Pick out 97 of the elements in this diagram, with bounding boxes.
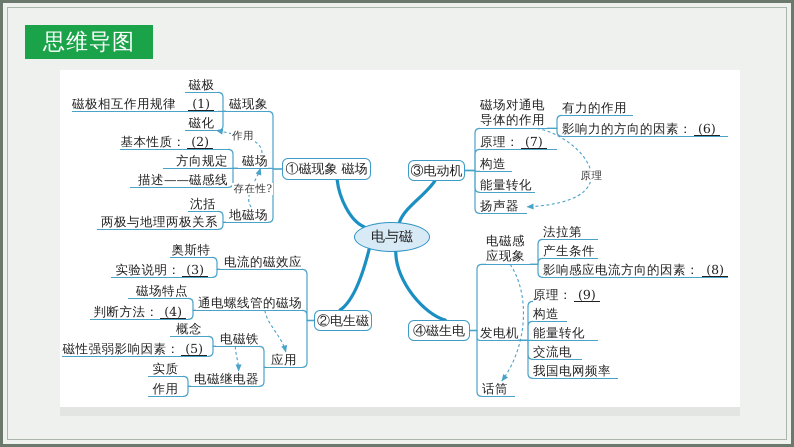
- topic-label: 电磁继电器: [191, 371, 259, 387]
- branch-line: [211, 268, 220, 278]
- topic-label: 磁化: [185, 115, 218, 131]
- branch-line: [187, 298, 196, 311]
- edge-label: 作用: [230, 130, 255, 142]
- topic-label: 磁场特点: [128, 283, 188, 299]
- topic-label: 描述——磁感线: [130, 172, 228, 188]
- branch-line: [267, 168, 282, 223]
- dashed-arrow: [264, 310, 287, 352]
- branch-line: [182, 386, 191, 397]
- branch-line: [182, 376, 191, 387]
- answer-blank: (1): [188, 97, 214, 111]
- topic-label: 作用: [148, 381, 183, 397]
- edge-label: 原理: [579, 170, 604, 182]
- answer-blank: (7): [521, 135, 547, 149]
- answer-blank: (4): [160, 305, 186, 319]
- topic-label: 应用: [266, 352, 302, 368]
- branch-line: [258, 346, 266, 368]
- underlined-entry: [543, 262, 728, 278]
- branch-line: [301, 320, 314, 368]
- topic-label: 奥斯特: [170, 242, 212, 258]
- topic-label: 实质: [148, 361, 183, 377]
- branch-line: [518, 340, 534, 379]
- topic-label: 磁极: [185, 77, 218, 93]
- topic-label: 影响力的方向的因素：: [562, 121, 692, 136]
- branch-line: [470, 330, 483, 397]
- topic-box: ①磁现象 磁场: [282, 158, 371, 180]
- answer-blank: (8): [702, 263, 728, 277]
- topic-label: 构造: [533, 306, 567, 322]
- topic-label: 通电螺线管的磁场: [196, 295, 302, 311]
- branch-line: [258, 366, 266, 387]
- topic-label: 磁场对通电导体的作用: [480, 97, 547, 129]
- topic-box: ②电生磁: [314, 310, 372, 331]
- topic-label: 交流电: [533, 344, 582, 360]
- branch-line: [547, 128, 563, 137]
- underlined-entry: [120, 134, 228, 150]
- branch-line: [227, 168, 238, 188]
- topic-label: 电磁铁: [216, 331, 259, 347]
- topic-label: 实验说明：: [115, 262, 180, 277]
- main-branch: [394, 250, 447, 322]
- topic-label: 原理：: [533, 287, 572, 302]
- topic-label: 电流的磁效应: [220, 254, 302, 270]
- topic-label: 扬声器: [480, 198, 527, 214]
- branch-line: [211, 256, 220, 270]
- branch-line: [530, 264, 544, 278]
- dashed-arrow: [526, 128, 592, 210]
- main-branch: [338, 247, 371, 312]
- underlined-entry: [72, 96, 218, 112]
- topic-label: 磁场: [238, 153, 268, 169]
- topic-label: 基本性质：: [120, 134, 186, 149]
- branch-line: [217, 92, 226, 112]
- branch-line: [217, 210, 226, 223]
- underlined-entry: [111, 262, 212, 278]
- topic-label: 发电机: [480, 325, 518, 341]
- main-branch: [398, 179, 436, 224]
- underlined-entry: [480, 134, 557, 150]
- topic-label: 话筒: [482, 381, 515, 397]
- topic-label: 构造: [480, 156, 512, 172]
- topic-label: 磁极相互作用规律: [72, 96, 176, 111]
- answer-blank: (2): [187, 135, 213, 149]
- topic-label: 电磁感应现象: [486, 233, 530, 265]
- branch-line: [207, 346, 216, 357]
- dashed-arrow: [248, 168, 262, 208]
- answer-blank: (5): [181, 342, 207, 356]
- underlined-entry: [562, 121, 728, 137]
- topic-label: 地磁场: [226, 207, 268, 223]
- topic-label: 能量转化: [533, 325, 598, 341]
- topic-label: 有力的作用: [562, 100, 633, 116]
- topic-label: 沈括: [188, 196, 218, 212]
- topic-label: 两极与地理两极关系: [97, 214, 218, 230]
- edge-label: 存在性?: [232, 183, 273, 196]
- topic-label: 判断方法：: [93, 304, 158, 319]
- topic-label: 概念: [170, 321, 208, 337]
- branch-line: [187, 310, 196, 320]
- title-banner: 思维导图: [25, 25, 153, 59]
- topic-label: 我国电网频率: [533, 363, 618, 379]
- underlined-entry: [62, 341, 208, 357]
- topic-label: 磁现象: [226, 96, 268, 112]
- branch-line: [217, 222, 226, 230]
- answer-blank: (3): [182, 263, 208, 277]
- topic-box: ④磁生电: [408, 320, 470, 341]
- dashed-arrow: [234, 346, 242, 372]
- topic-label: 磁性强弱影响因素：: [62, 341, 180, 356]
- answer-blank: (6): [694, 122, 720, 136]
- topic-label: 方向规定: [163, 153, 228, 169]
- topic-label: 产生条件: [543, 243, 598, 259]
- branch-line: [207, 336, 216, 347]
- dashed-arrow: [501, 264, 524, 382]
- main-branch: [336, 178, 366, 228]
- topic-label: 原理：: [480, 134, 519, 149]
- answer-blank: (9): [574, 288, 600, 302]
- underlined-entry: [90, 304, 188, 320]
- topic-label: 能量转化: [480, 177, 535, 193]
- topic-box: ③电动机: [408, 160, 465, 181]
- topic-label: 影响感应电流方向的因素：: [543, 262, 699, 277]
- topic-label: 法拉第: [543, 224, 598, 240]
- branch-line: [465, 170, 481, 214]
